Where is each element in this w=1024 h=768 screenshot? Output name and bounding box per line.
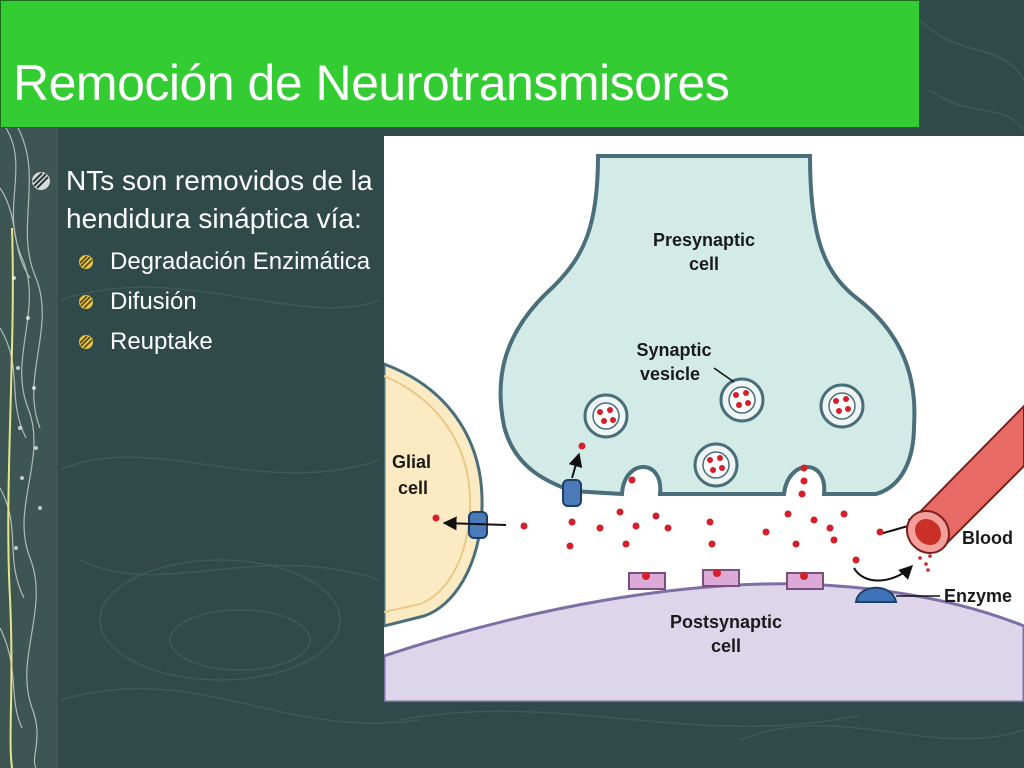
presynaptic-cell [498, 154, 917, 497]
presynaptic-label-line1: Presynaptic [653, 230, 755, 250]
slide-title: Remoción de Neurotransmisores [13, 55, 730, 111]
striped-sphere-bullet-icon [32, 172, 50, 190]
sub-bullet-item: Degradación Enzimática [30, 246, 380, 278]
main-bullet: NTs son removidos de la hendidura sinápt… [30, 162, 380, 238]
synapse-diagram: Presynaptic cell Synaptic vesicle Glial … [384, 136, 1024, 702]
blood-label: Blood [962, 528, 1013, 548]
neurotransmitter-molecules [432, 442, 884, 564]
synaptic-vesicle [693, 442, 739, 488]
glial-cell [384, 362, 484, 628]
glial-label-line2: cell [398, 478, 428, 498]
degraded-fragments [918, 554, 932, 572]
main-bullet-text: NTs son removidos de la hendidura sinápt… [66, 165, 373, 234]
enzyme-label: Enzyme [944, 586, 1012, 606]
sub-bullet-item: Difusión [30, 286, 380, 318]
postsynaptic-cell [384, 582, 1024, 702]
enzyme-arrow [853, 565, 913, 582]
synaptic-vesicle [719, 377, 765, 423]
sub-bullet-text: Reuptake [110, 328, 213, 355]
synaptic-vesicle [583, 393, 629, 439]
presynaptic-label-line2: cell [689, 254, 719, 274]
reuptake-transporter [562, 479, 582, 507]
postsynaptic-label-line1: Postsynaptic [670, 612, 782, 632]
reuptake-arrow [568, 452, 583, 479]
striped-sphere-bullet-icon [79, 335, 93, 349]
sub-bullet-text: Difusión [110, 288, 197, 315]
blood-vessel [905, 404, 1024, 555]
striped-sphere-bullet-icon [79, 255, 93, 269]
glial-label-line1: Glial [392, 452, 431, 472]
sub-bullet-list: Degradación Enzimática Difusión Reuptake [30, 246, 380, 358]
glial-uptake-arrow [442, 516, 507, 531]
title-bar: Remoción de Neurotransmisores [0, 0, 920, 128]
postsynaptic-label-line2: cell [711, 636, 741, 656]
decorative-map-strip [0, 128, 58, 768]
vesicle-label-line2: vesicle [640, 364, 700, 384]
bullet-list: NTs son removidos de la hendidura sinápt… [30, 162, 380, 358]
vesicle-label-line1: Synaptic [636, 340, 711, 360]
sub-bullet-item: Reuptake [30, 326, 380, 358]
receptor [702, 569, 740, 587]
enzyme [854, 586, 898, 603]
striped-sphere-bullet-icon [79, 295, 93, 309]
synaptic-vesicle [819, 383, 865, 429]
sub-bullet-text: Degradación Enzimática [110, 248, 371, 275]
vesicle-pointer [713, 367, 735, 383]
